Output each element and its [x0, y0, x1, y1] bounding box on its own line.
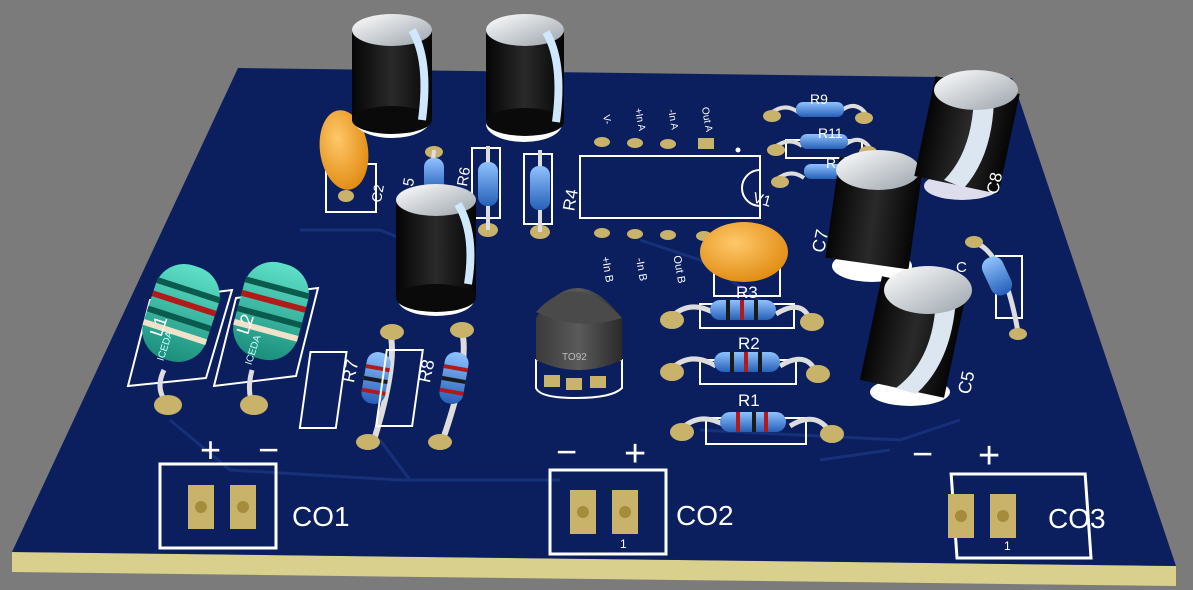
- resistor-r8: R8: [374, 322, 474, 450]
- r11-label: R11: [818, 125, 843, 141]
- v1-label: V1: [751, 189, 773, 210]
- board-edge: [12, 552, 1176, 586]
- electrolytic-cap-c8: C8: [914, 70, 1020, 200]
- electrolytic-cap-c5: C5: [859, 266, 978, 406]
- transistor-to92: TO92: [535, 288, 623, 400]
- r3-label: R3: [736, 283, 758, 302]
- ic-pin-bottom-label: Out B: [671, 255, 688, 285]
- co3-minus: −: [912, 433, 933, 474]
- co1-label: CO1: [292, 501, 350, 532]
- resistor-r4: R4: [523, 150, 582, 239]
- ic-pin-bottom-label: -In B: [633, 257, 649, 282]
- connector-co3: − + 1 CO3: [912, 433, 1106, 560]
- ic-pin-top-label: -In A: [665, 108, 679, 130]
- resistor-r1: R1: [670, 391, 844, 445]
- c8-label: C8: [983, 171, 1006, 196]
- co3-label: CO3: [1048, 503, 1106, 534]
- c2-label: C2: [368, 183, 387, 204]
- resistor-r3: R3: [660, 283, 824, 331]
- to92-label: TO92: [562, 352, 587, 363]
- co1-minus: −: [258, 429, 279, 470]
- inductor-l2: ICEDA L2: [212, 261, 320, 415]
- ic-pin-top-label: V-: [600, 114, 612, 125]
- co3-plus: +: [978, 435, 1000, 477]
- c-small-label: C: [956, 259, 967, 276]
- r7-label: R7: [338, 358, 362, 385]
- resistor-r6: R6: [454, 146, 501, 237]
- r4-label: R4: [559, 188, 581, 213]
- r2-label: R2: [738, 334, 760, 353]
- co2-plus: +: [624, 433, 646, 475]
- ic-pin-top-label: Out A: [699, 106, 714, 133]
- r8-label: R8: [414, 358, 438, 385]
- resistor-right: C: [956, 236, 1027, 340]
- electrolytic-cap-c7: C7: [808, 150, 923, 282]
- co2-minus: −: [556, 431, 577, 472]
- inductor-l1: ICEDA L1: [126, 264, 234, 415]
- resistor-r9: R9: [763, 91, 873, 124]
- electrolytic-cap-top-mid: [486, 14, 564, 142]
- resistor-r11: R11: [767, 125, 877, 159]
- ic-pin-bottom-label: +In B: [599, 256, 615, 284]
- electrolytic-cap-mid: [396, 184, 476, 316]
- co1-plus: +: [200, 429, 221, 470]
- c5-label: C5: [954, 369, 978, 396]
- resistor-r2: R2: [660, 334, 830, 385]
- co2-pin1: 1: [620, 537, 627, 551]
- electrolytic-cap-top-left: [352, 14, 432, 138]
- ceramic-cap-c2: C2: [319, 110, 387, 213]
- connector-co2: − + 1 CO2: [548, 431, 734, 556]
- ic-pin-top-label: +In A: [632, 107, 647, 132]
- resistor-r5: 5: [400, 146, 444, 192]
- c7-label: C7: [808, 228, 832, 255]
- co3-pin1: 1: [1004, 539, 1011, 553]
- r5-label: 5: [400, 176, 418, 187]
- co2-label: CO2: [676, 500, 734, 531]
- r1-label: R1: [738, 391, 760, 410]
- r9-label: R9: [810, 91, 828, 107]
- copper-traces: [169, 228, 961, 482]
- connector-co1: + − CO1: [158, 429, 350, 550]
- r6-label: R6: [454, 166, 474, 188]
- ceramic-cap-orange: [700, 222, 788, 297]
- r12-label: R: [826, 155, 836, 171]
